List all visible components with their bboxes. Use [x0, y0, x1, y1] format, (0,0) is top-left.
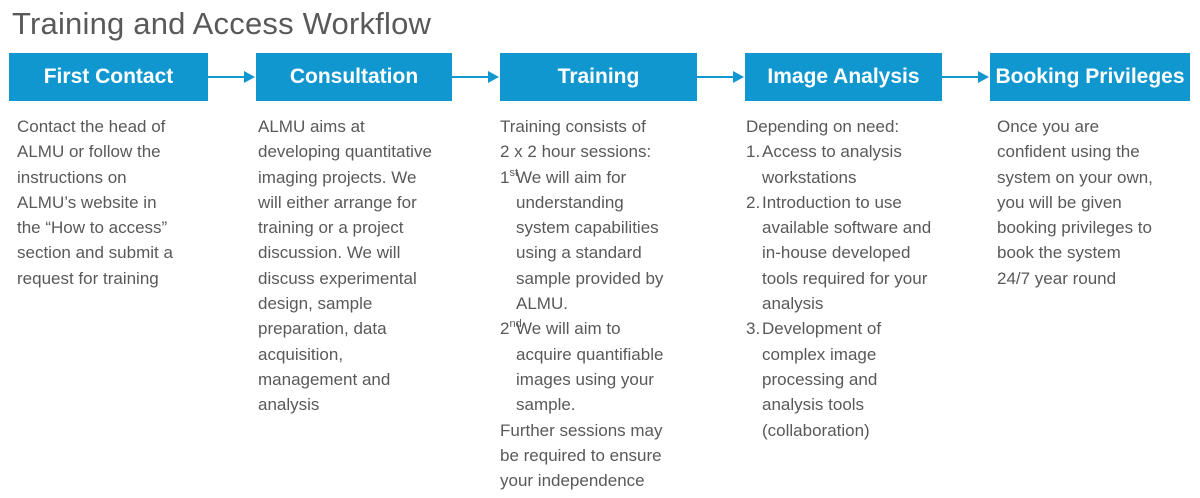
text-line: Training consists of [500, 117, 646, 136]
text-line: ALMU or follow the [17, 142, 161, 162]
text-line: system capabilities [516, 218, 659, 238]
text-line: preparation, data [258, 319, 387, 339]
text-line: system on your own, [997, 167, 1153, 187]
text-line: Development of [762, 319, 882, 339]
image-analysis-description: Depending on need: 1. Access to analysis… [746, 114, 956, 443]
text-line: in-house developed [762, 243, 911, 263]
text-line: complex image [762, 344, 877, 364]
training-description: Training consists of 2 x 2 hour sessions… [500, 114, 698, 493]
step-booking-privileges: Booking Privileges [990, 53, 1190, 101]
text-line: analysis tools [762, 395, 865, 415]
text-line: tools required for your [762, 268, 928, 288]
text-line: will either arrange for [258, 192, 417, 212]
text-line: We will aim for [516, 167, 627, 187]
list-item: 3. Development of complex image processi… [746, 316, 956, 442]
text-line: We will aim to [516, 319, 621, 339]
session-ordinal: 2nd [500, 318, 522, 339]
text-line: request for training [17, 268, 159, 288]
text-line: sample. [516, 395, 576, 415]
text-line: your independence [500, 471, 645, 491]
text-line: discussion. We will [258, 243, 401, 263]
session-ordinal: 1st [500, 166, 519, 187]
text-line: training or a project [258, 218, 404, 238]
text-line: Once you are [997, 117, 1100, 136]
step-consultation: Consultation [256, 53, 452, 101]
first-contact-description: Contact the head of ALMU or follow the i… [17, 114, 207, 291]
text-line: book the system [997, 243, 1121, 263]
arrow-icon [942, 71, 989, 83]
text-line: understanding [516, 192, 624, 212]
text-line: images using your [516, 369, 654, 389]
text-line: ALMU. [516, 294, 568, 314]
text-line: imaging projects. We [258, 167, 417, 187]
text-line: instructions on [17, 167, 127, 187]
text-line: workstations [762, 167, 857, 187]
list-item: 2. Introduction to use available softwar… [746, 190, 956, 316]
text-line: confident using the [997, 142, 1140, 162]
text-line: ALMU’s website in [17, 192, 157, 212]
text-line: the “How to access” [17, 218, 168, 238]
text-line: discuss experimental [258, 268, 417, 288]
text-line: 2 x 2 hour sessions: [500, 142, 652, 162]
text-line: acquire quantifiable [516, 344, 664, 364]
text-line: management and [258, 369, 391, 389]
list-number: 3. [746, 319, 761, 339]
text-line: (collaboration) [762, 420, 870, 440]
text-line: developing quantitative [258, 142, 432, 162]
text-line: Further sessions may [500, 420, 663, 440]
text-line: using a standard [516, 243, 642, 263]
list-number: 1. [746, 142, 761, 162]
text-line: 24/7 year round [997, 268, 1117, 288]
page-title: Training and Access Workflow [12, 6, 432, 41]
step-image-analysis: Image Analysis [745, 53, 942, 101]
text-line: Introduction to use [762, 192, 902, 212]
text-line: available software and [762, 218, 932, 238]
text-line: analysis [762, 294, 824, 314]
step-first-contact: First Contact [9, 53, 208, 101]
session-item: 2nd We will aim to acquire quantifiable … [500, 316, 698, 417]
consultation-description: ALMU aims at developing quantitative ima… [258, 114, 454, 418]
list-number: 2. [746, 192, 761, 212]
booking-privileges-description: Once you are confident using the system … [997, 114, 1192, 291]
step-training: Training [500, 53, 697, 101]
text-line: analysis [258, 395, 320, 415]
text-line: acquisition, [258, 344, 344, 364]
list-item: 1. Access to analysis workstations [746, 139, 956, 190]
arrow-icon [208, 71, 255, 83]
text-line: booking privileges to [997, 218, 1152, 238]
text-line: design, sample [258, 294, 373, 314]
arrow-icon [697, 71, 744, 83]
text-line: sample provided by [516, 268, 664, 288]
text-line: processing and [762, 369, 878, 389]
text-line: Access to analysis [762, 142, 902, 162]
arrow-icon [452, 71, 499, 83]
session-item: 1st We will aim for understanding system… [500, 165, 698, 317]
text-line: section and submit a [17, 243, 173, 263]
text-line: Depending on need: [746, 117, 900, 136]
text-line: ALMU aims at [258, 117, 365, 136]
text-line: you will be given [997, 192, 1122, 212]
text-line: Contact the head of [17, 117, 166, 136]
text-line: be required to ensure [500, 445, 662, 465]
